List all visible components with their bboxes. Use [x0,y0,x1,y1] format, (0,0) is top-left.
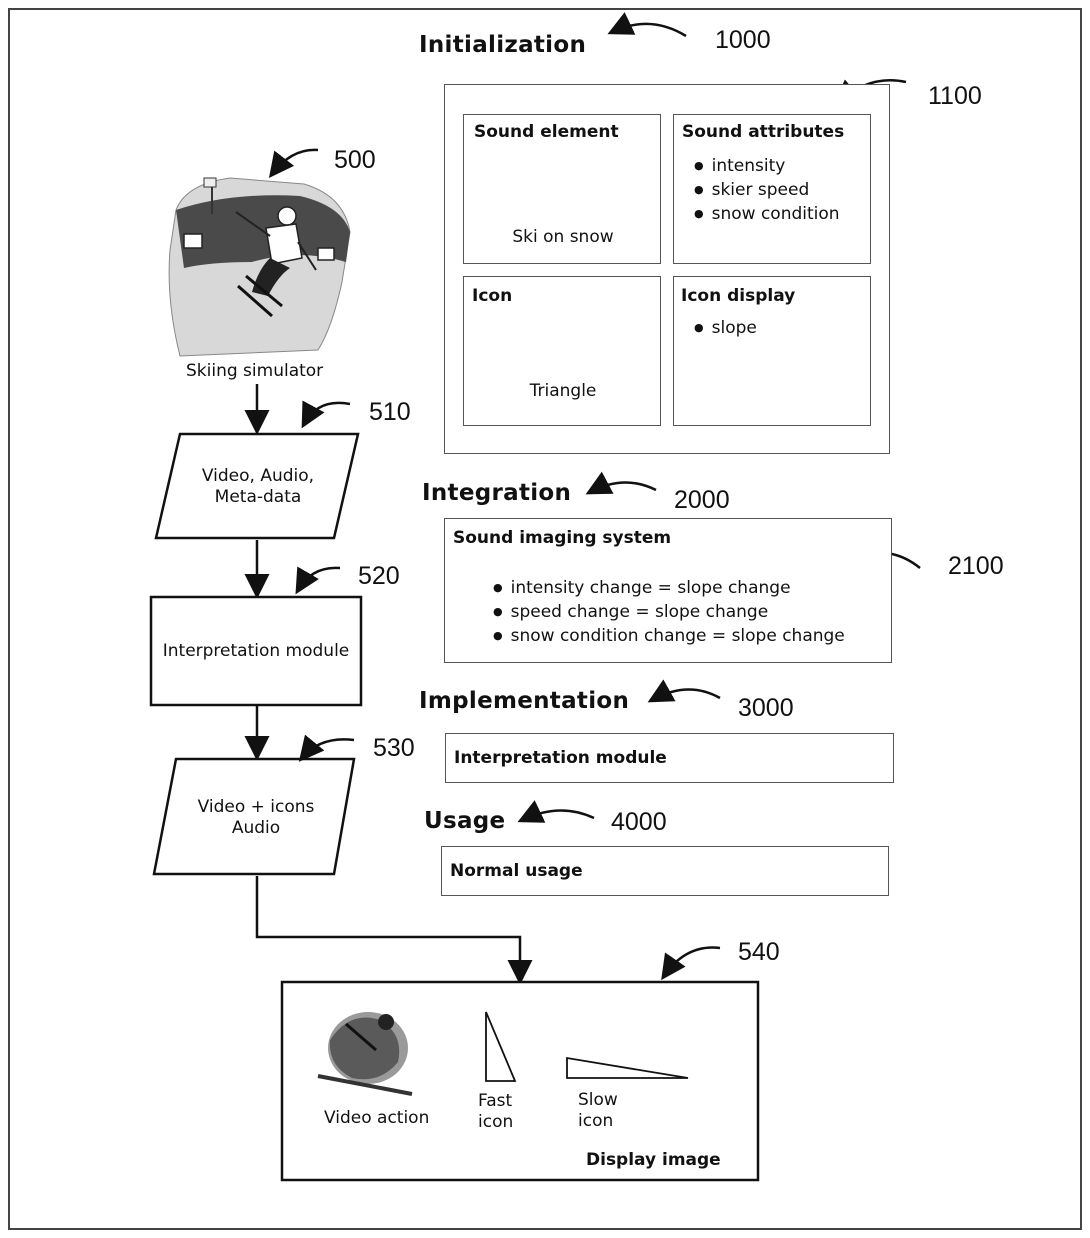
pointer-arrow-1000 [607,12,687,38]
icon-display-title: Icon display [681,286,796,306]
ref-520: 520 [358,562,400,590]
ref-3000: 3000 [738,694,794,722]
ref-2100: 2100 [948,552,1004,580]
skier-illustration [168,177,351,357]
implementation-box: Interpretation module [445,733,894,783]
usage-box: Normal usage [441,846,889,896]
display-image-title: Display image [586,1150,721,1170]
ref-4000: 4000 [611,808,667,836]
video-action-label: Video action [324,1108,430,1128]
output-label: Video + icons Audio [158,797,354,839]
sound-imaging-list: intensity change = slope change speed ch… [493,577,845,649]
pointer-arrow-3000 [647,679,721,703]
sound-imaging-box: Sound imaging system intensity change = … [444,518,892,663]
list-item: skier speed [694,179,840,203]
pointer-arrow-4000 [517,800,595,823]
fast-triangle-icon [485,1011,517,1082]
pointer-arrow-520 [295,566,341,595]
icon-display-list: slope [694,317,757,341]
sound-element-box: Sound element Ski on snow [463,114,661,264]
list-item: intensity [694,155,840,179]
ref-500: 500 [334,146,376,174]
pointer-arrow-510 [301,400,351,429]
video-action-illustration [317,1012,413,1096]
ref-2000: 2000 [674,486,730,514]
icon-box: Icon Triangle [463,276,661,426]
data-line-1: Video, Audio, [201,466,315,486]
interp-label: Interpretation module [162,641,350,661]
list-item: snow condition change = slope change [493,625,845,649]
implementation-heading: Implementation [419,688,630,714]
icon-title: Icon [472,286,513,306]
pointer-arrow-2000 [585,471,657,495]
slow-line-2: icon [578,1111,614,1131]
ref-530: 530 [373,734,415,762]
ref-540: 540 [738,938,780,966]
interp-rect [149,595,363,707]
output-line-1: Video + icons [197,797,315,817]
simulator-label: Skiing simulator [186,361,324,381]
data-line-2: Meta-data [214,487,302,507]
slow-triangle-icon [566,1056,689,1079]
sound-attributes-title: Sound attributes [682,122,845,142]
data-parallelogram [154,432,360,540]
fast-icon-label: Fast icon [478,1091,513,1133]
pointer-arrow-530 [298,734,355,762]
implementation-box-text: Interpretation module [454,748,667,768]
ref-510: 510 [369,398,411,426]
icon-display-box: Icon display slope [673,276,871,426]
fast-line-1: Fast [478,1091,513,1111]
usage-box-text: Normal usage [450,861,583,881]
slow-line-1: Slow [578,1090,618,1110]
output-line-2: Audio [231,818,281,838]
sound-element-title: Sound element [474,122,619,142]
fast-line-2: icon [478,1112,514,1132]
init-heading: Initialization [419,32,587,58]
pointer-arrow-500 [268,148,319,178]
integration-heading: Integration [422,480,572,506]
page-frame [8,8,1082,1230]
sound-imaging-title: Sound imaging system [453,528,672,548]
data-label: Video, Audio, Meta-data [160,466,356,508]
slow-icon-label: Slow icon [578,1090,618,1132]
list-item: speed change = slope change [493,601,845,625]
icon-caption: Triangle [529,381,597,401]
sound-attributes-list: intensity skier speed snow condition [694,155,840,227]
list-item: slope [694,317,757,341]
usage-heading: Usage [424,808,506,834]
pointer-arrow-540 [661,946,721,981]
output-parallelogram [152,757,356,876]
ref-1100: 1100 [928,82,982,110]
list-item: intensity change = slope change [493,577,845,601]
sound-attributes-box: Sound attributes intensity skier speed s… [673,114,871,264]
sound-element-caption: Ski on snow [512,227,614,247]
connector-530-540 [255,876,533,985]
ref-1000: 1000 [715,26,771,54]
list-item: snow condition [694,203,840,227]
